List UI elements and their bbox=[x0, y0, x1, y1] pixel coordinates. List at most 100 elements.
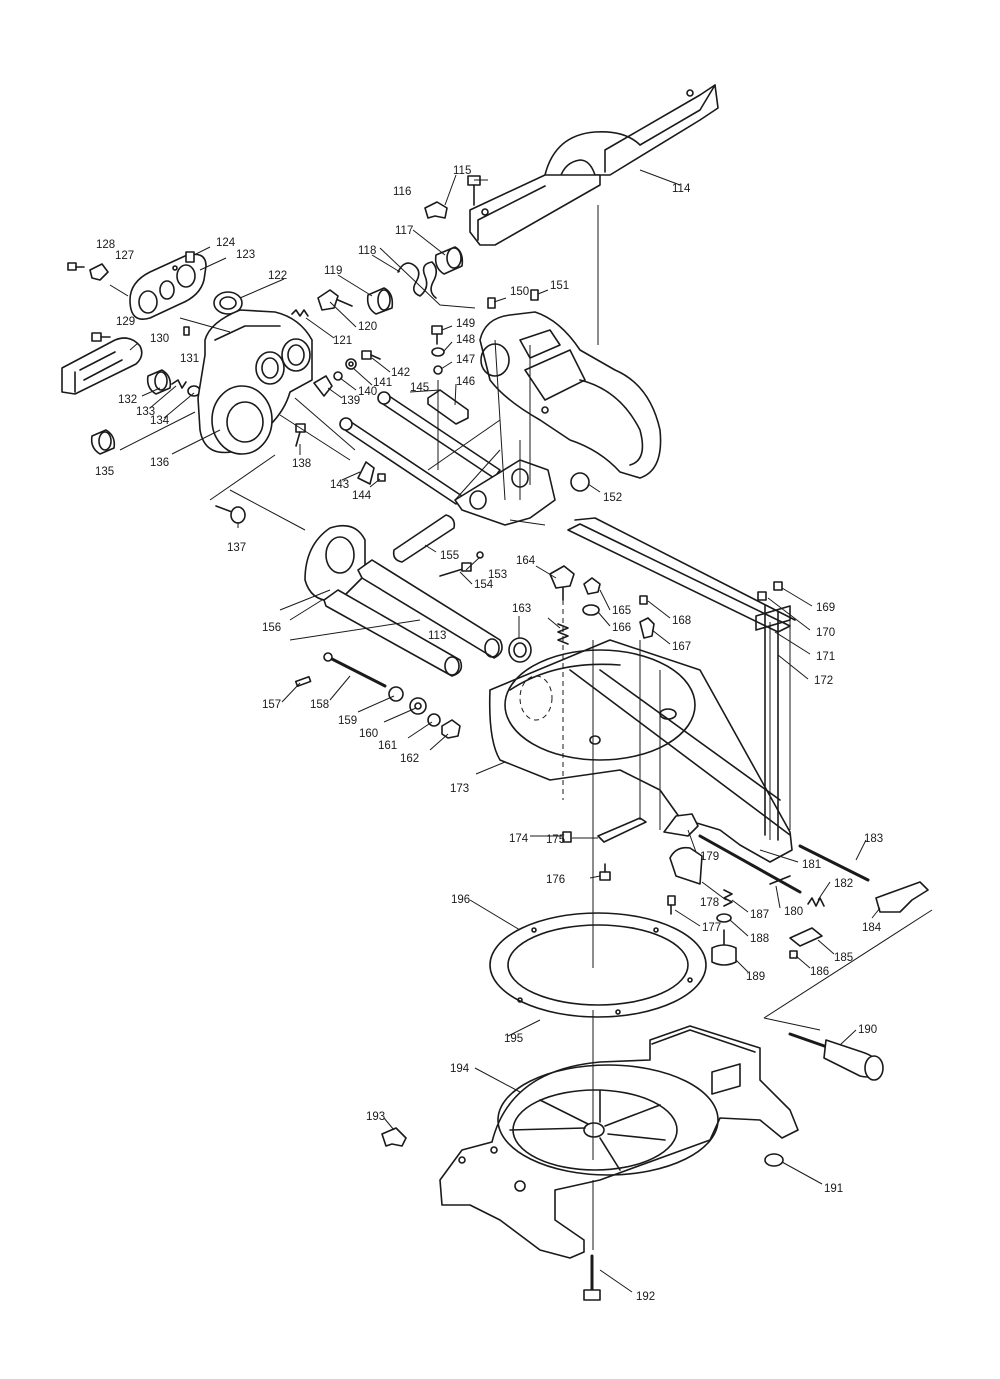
callout-147: 147 bbox=[456, 354, 475, 366]
washer-161 bbox=[427, 713, 441, 727]
callout-127: 127 bbox=[115, 250, 134, 262]
callout-120: 120 bbox=[358, 321, 377, 333]
callout-175: 175 bbox=[546, 834, 565, 846]
callout-141: 141 bbox=[373, 377, 392, 389]
callout-122: 122 bbox=[268, 270, 287, 282]
part-drawings bbox=[61, 84, 929, 1301]
callout-174: 174 bbox=[509, 833, 529, 845]
callout-154: 154 bbox=[474, 579, 494, 591]
screw-138 bbox=[295, 423, 306, 447]
screw-174 bbox=[562, 831, 572, 843]
callout-185: 185 bbox=[834, 952, 853, 964]
spring-121 bbox=[291, 309, 309, 317]
spring-118 bbox=[397, 261, 438, 299]
callout-136: 136 bbox=[150, 457, 169, 469]
callout-137: 137 bbox=[227, 542, 246, 554]
callout-181: 181 bbox=[802, 859, 821, 871]
callout-157: 157 bbox=[262, 699, 281, 711]
screw-129 bbox=[91, 332, 111, 342]
cover-plate-123 bbox=[129, 253, 207, 320]
motor-housing bbox=[479, 311, 662, 479]
washer-188 bbox=[716, 913, 732, 923]
rod-181 bbox=[698, 834, 802, 894]
bar-175 bbox=[597, 817, 647, 843]
callout-180: 180 bbox=[784, 906, 803, 918]
part-167 bbox=[639, 617, 655, 639]
lever-184 bbox=[875, 881, 929, 913]
callout-183: 183 bbox=[864, 833, 883, 845]
callout-173: 173 bbox=[450, 783, 469, 795]
callout-135: 135 bbox=[95, 466, 114, 478]
pin-137 bbox=[215, 505, 246, 524]
roller-135 bbox=[90, 429, 116, 455]
screw-177 bbox=[667, 895, 676, 915]
callout-193: 193 bbox=[366, 1111, 385, 1123]
callout-145: 145 bbox=[410, 382, 429, 394]
screw-170 bbox=[757, 591, 767, 601]
wing-screw-193 bbox=[381, 1127, 407, 1147]
callout-113: 113 bbox=[428, 630, 446, 642]
callout-152: 152 bbox=[603, 492, 622, 504]
arm-housing-136 bbox=[197, 309, 313, 455]
nut-165 bbox=[583, 577, 601, 595]
screw-168 bbox=[639, 595, 648, 605]
bolt-158 bbox=[323, 652, 387, 688]
callout-119: 119 bbox=[324, 265, 342, 277]
callout-153: 153 bbox=[488, 569, 507, 581]
callout-142: 142 bbox=[391, 367, 410, 379]
callout-151: 151 bbox=[550, 280, 569, 292]
gear-160 bbox=[409, 697, 427, 715]
bracket-179 bbox=[663, 813, 699, 837]
callout-187: 187 bbox=[750, 909, 769, 921]
screw-151 bbox=[530, 289, 539, 301]
wing-nut-116 bbox=[424, 201, 448, 219]
callout-194: 194 bbox=[450, 1063, 470, 1075]
spring-187 bbox=[723, 889, 733, 907]
nut-141 bbox=[345, 358, 357, 370]
callout-166: 166 bbox=[612, 622, 631, 634]
callout-165: 165 bbox=[612, 605, 631, 617]
turntable-173 bbox=[488, 639, 793, 863]
callout-114: 114 bbox=[672, 183, 691, 195]
spring-182 bbox=[807, 897, 825, 907]
spring-113 bbox=[557, 623, 569, 645]
cylinder-155 bbox=[392, 514, 456, 563]
callout-139: 139 bbox=[341, 395, 360, 407]
callout-115: 115 bbox=[453, 165, 471, 177]
bearing-163 bbox=[508, 637, 532, 663]
callout-149: 149 bbox=[456, 318, 475, 330]
callout-116: 116 bbox=[393, 186, 411, 198]
callout-121: 121 bbox=[333, 335, 352, 347]
clip-127 bbox=[89, 263, 109, 281]
bracket-143 bbox=[357, 461, 375, 485]
part-147 bbox=[433, 365, 443, 375]
callout-131: 131 bbox=[180, 353, 199, 365]
callout-146: 146 bbox=[456, 376, 475, 388]
callout-123: 123 bbox=[236, 249, 255, 261]
callout-178: 178 bbox=[700, 897, 719, 909]
pin-131 bbox=[183, 326, 190, 336]
callout-144: 144 bbox=[352, 490, 372, 502]
knob-189 bbox=[711, 929, 737, 966]
callout-161: 161 bbox=[378, 740, 397, 752]
callout-160: 160 bbox=[359, 728, 378, 740]
sleeve-119 bbox=[366, 287, 394, 315]
callout-196: 196 bbox=[451, 894, 470, 906]
callout-186: 186 bbox=[810, 966, 829, 978]
callout-133: 133 bbox=[136, 406, 155, 418]
callout-134: 134 bbox=[150, 415, 170, 427]
nut-162 bbox=[441, 719, 461, 739]
bracket-178 bbox=[669, 846, 703, 885]
part-124 bbox=[185, 251, 195, 263]
callout-176: 176 bbox=[546, 874, 565, 886]
callout-130: 130 bbox=[150, 333, 169, 345]
callout-162: 162 bbox=[400, 753, 419, 765]
callout-159: 159 bbox=[338, 715, 357, 727]
washer-166 bbox=[582, 604, 600, 616]
screw-154 bbox=[439, 562, 472, 577]
callout-182: 182 bbox=[834, 878, 853, 890]
callout-labels: 113 114 115 116 117 118 119 120 121 122 … bbox=[95, 165, 883, 1303]
callout-189: 189 bbox=[746, 971, 765, 983]
screw-169 bbox=[773, 581, 783, 591]
